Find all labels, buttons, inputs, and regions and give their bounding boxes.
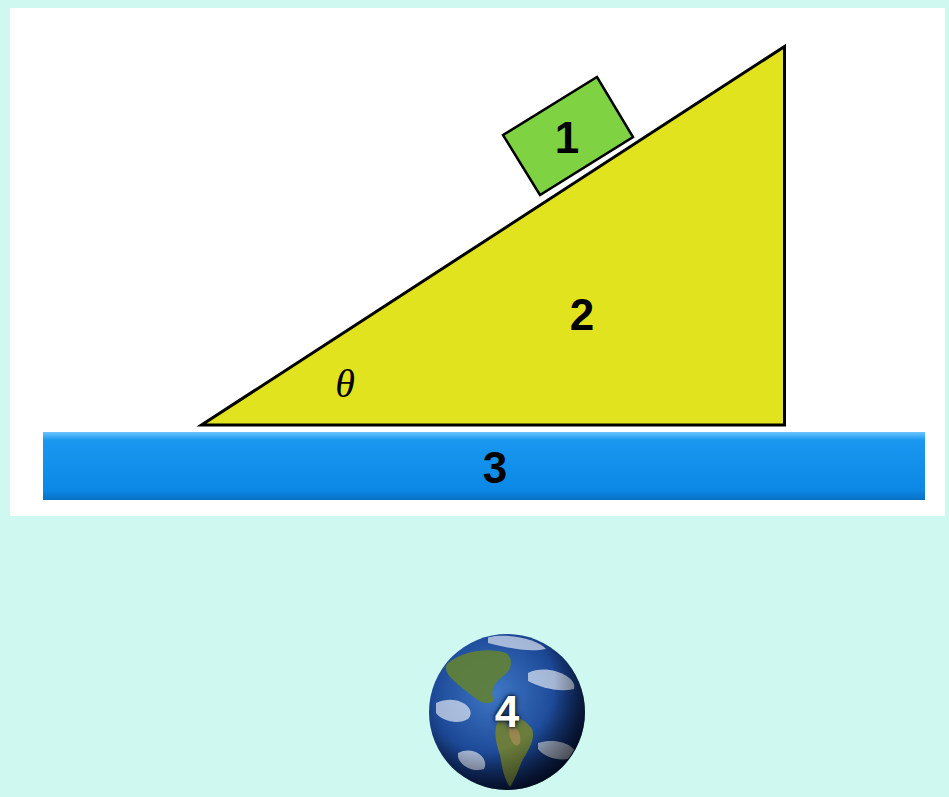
- part-number: 1: [555, 116, 579, 160]
- floor-bar: 3: [43, 432, 925, 500]
- earth-globe: 4: [428, 633, 586, 791]
- incline-wedge: 2: [200, 45, 786, 427]
- earth-shade: [429, 634, 585, 790]
- label-holder: θ: [335, 364, 355, 404]
- earth-ocean: [429, 634, 585, 790]
- text-holder: 3: [483, 446, 507, 490]
- part-number: 3: [483, 446, 507, 490]
- floor-fill: [43, 432, 925, 500]
- panel: [10, 8, 945, 516]
- text-holder: 1: [555, 116, 579, 160]
- angle-label: θ: [335, 364, 355, 404]
- part-number: 4: [495, 690, 519, 734]
- incline-wedge-shape: [200, 45, 786, 427]
- text-holder: 4: [495, 690, 519, 734]
- text-holder: 2: [570, 293, 594, 337]
- wedge-outline: [202, 47, 785, 426]
- part-number: 2: [570, 293, 594, 337]
